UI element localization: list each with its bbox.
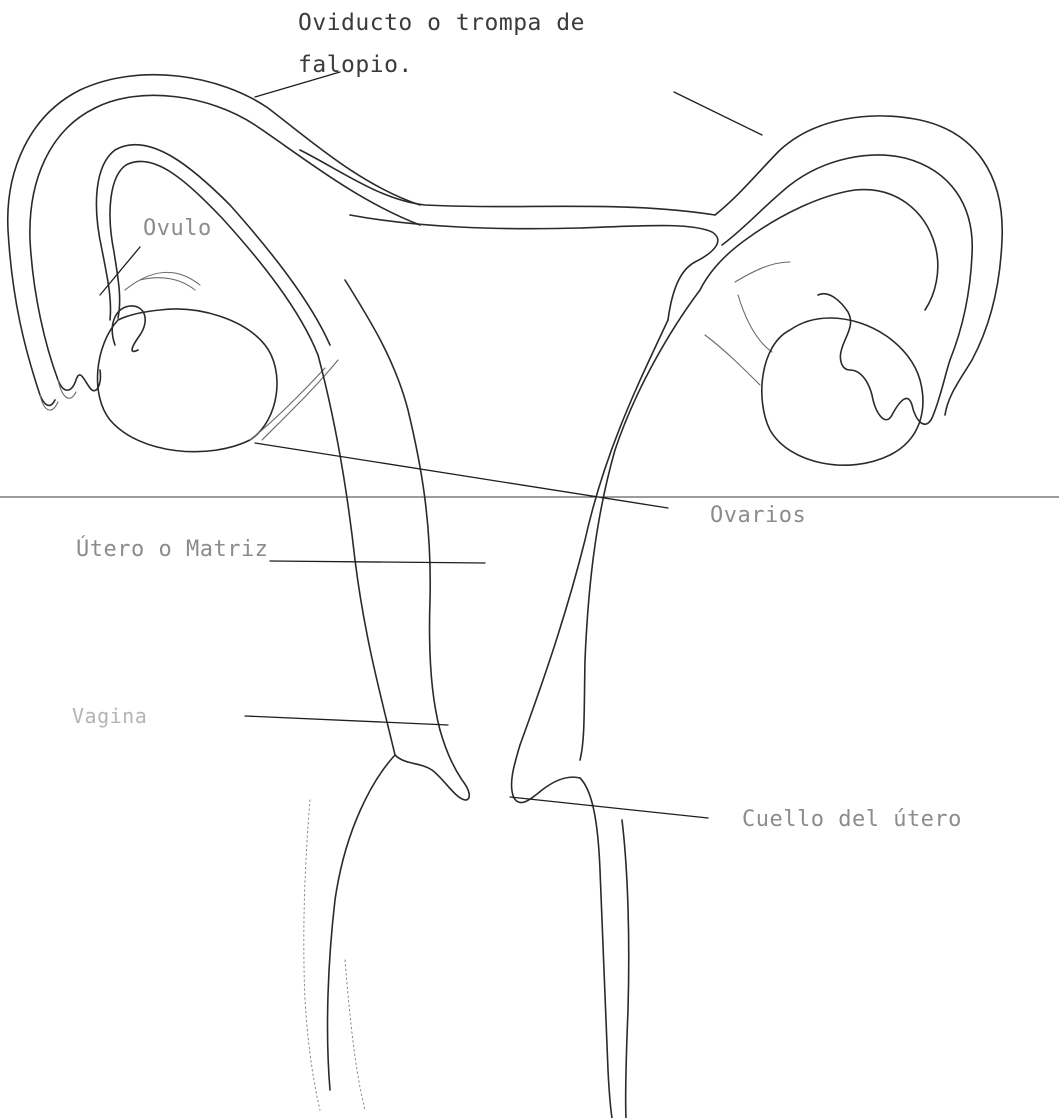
oviduct-label-line1: Oviducto o trompa de [298,10,585,36]
left-ovary [98,309,338,452]
cervix [395,730,580,803]
ovum-label: Ovulo [143,216,212,241]
vagina [304,755,629,1118]
left-fallopian-tube [8,75,420,410]
left-inner-tube [96,145,330,355]
vagina-leader [245,716,448,725]
vagina-label: Vagina [72,704,147,728]
oviduct-label-line2: falopio. [298,52,413,78]
uterus-leader [270,561,485,563]
right-inner-tube [700,190,938,352]
right-ovary [705,318,923,465]
uterus-body [300,150,718,760]
ovaries-label: Ovarios [710,503,806,528]
cervix-label: Cuello del útero [742,807,962,832]
cervix-leader [510,797,708,818]
uterus-label: Útero o Matriz [76,536,268,562]
ovaries-leader [255,443,668,508]
oviduct-leader-right [674,92,762,135]
